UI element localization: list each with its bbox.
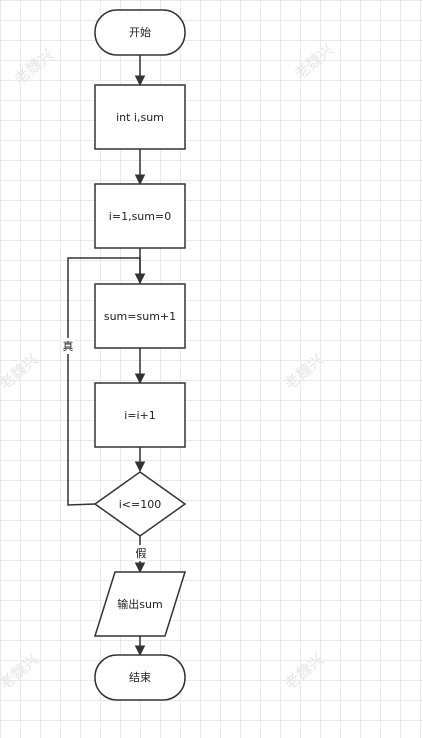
increment-process-box[interactable] [94, 382, 186, 448]
watermark-2: 老魏兴 [291, 40, 337, 83]
output-label: 输出sum [117, 597, 162, 611]
declare-label: int i,sum [116, 111, 164, 124]
init-process-box[interactable] [94, 183, 186, 249]
init-label: i=1,sum=0 [109, 210, 171, 223]
output-io-parallelogram[interactable] [93, 571, 187, 637]
true-label: 真 [63, 339, 74, 353]
start-terminal[interactable] [94, 9, 186, 56]
watermark-4: 老魏兴 [281, 350, 327, 393]
end-label: 结束 [129, 671, 151, 684]
declare-process-box[interactable] [94, 84, 186, 150]
watermark-5: 老魏兴 [0, 650, 42, 693]
watermark-1: 老魏兴 [11, 45, 57, 88]
accumulate-label: sum=sum+1 [104, 310, 176, 323]
edge-condition-true-loop [67, 257, 146, 506]
condition-decision-diamond[interactable] [93, 471, 187, 537]
watermark-6: 老魏兴 [281, 650, 327, 693]
start-label: 开始 [129, 25, 151, 39]
end-terminal[interactable] [94, 654, 186, 701]
false-label: 假 [136, 546, 147, 560]
condition-label: i<=100 [119, 498, 162, 511]
accumulate-process-box[interactable] [94, 283, 186, 349]
increment-label: i=i+1 [124, 409, 156, 422]
false-label-bg [134, 545, 148, 561]
true-label-bg [61, 338, 75, 354]
watermark-3: 老魏兴 [0, 350, 42, 393]
